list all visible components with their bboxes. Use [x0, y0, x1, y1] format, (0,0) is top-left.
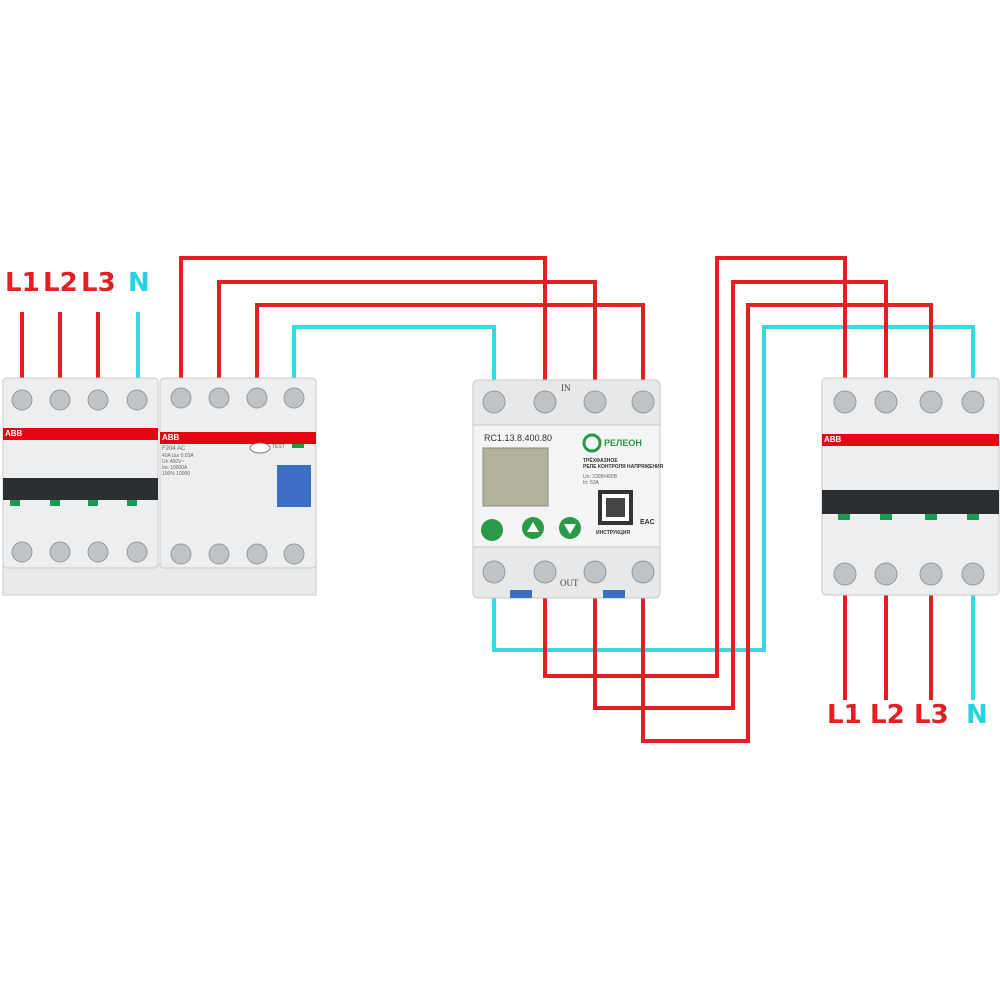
wires — [20, 256, 975, 743]
wire-relay-out-n — [492, 325, 975, 652]
input-label-l3: L3 — [81, 268, 116, 298]
wire-relay-out-l1 — [543, 256, 847, 678]
wire-rcd-relay-l2 — [217, 280, 597, 382]
relay-out-label: OUT — [560, 578, 579, 588]
relay-qr-label: ИНСТРУКЦИЯ — [596, 530, 631, 536]
right-mcb-brand: ABB — [824, 435, 842, 444]
rcd-test-label: TEST — [272, 444, 285, 450]
releon-logo-icon — [582, 433, 602, 453]
relay-brand: РЕЛЕОН — [604, 438, 642, 448]
settings-button — [481, 519, 503, 541]
input-label-n: N — [128, 268, 150, 298]
input-label-l1: L1 — [5, 268, 40, 298]
wire-rcd-relay-n — [292, 325, 496, 382]
rcd — [159, 377, 317, 569]
lcd-display — [482, 447, 549, 507]
wire-rcd-relay-l1 — [179, 256, 547, 382]
relay-subtitle: РЕЛЕ КОНТРОЛЯ НАПРЯЖЕНИЯ — [583, 464, 664, 470]
wire-relay-out-l2 — [593, 280, 888, 710]
wire-rcd-relay-l3 — [255, 303, 645, 382]
left-mcb-brand: ABB — [5, 429, 23, 438]
output-label-l2: L2 — [870, 700, 905, 730]
relay-in-label: IN — [561, 383, 571, 393]
wire-relay-out-l3 — [641, 303, 933, 743]
rcd-spec-1: 40A I∆n 0.03A — [162, 453, 194, 459]
relay-un: Un: 230В/400В — [583, 474, 617, 480]
din-rail-base — [2, 564, 317, 596]
rcd-model: F204 AC — [162, 446, 186, 452]
right-mcb — [821, 377, 1000, 596]
output-label-l1: L1 — [827, 700, 862, 730]
eac-mark: EAC — [640, 519, 655, 526]
voltage-relay — [472, 379, 661, 599]
relay-in: In: 63A — [583, 480, 599, 486]
rcd-spec-4: 100% 10000 — [162, 471, 191, 477]
input-label-l2: L2 — [43, 268, 78, 298]
rcd-brand: ABB — [162, 433, 180, 442]
rcd-spec-2: Un 400V~ — [162, 459, 185, 465]
relay-title: ТРЁХФАЗНОЕ — [583, 458, 618, 464]
output-label-l3: L3 — [914, 700, 949, 730]
relay-model: RC1.13.8.400.80 — [484, 433, 553, 443]
rcd-spec-3: Inc 10000A — [162, 465, 188, 471]
left-mcb — [2, 377, 159, 569]
output-label-n: N — [966, 700, 988, 730]
